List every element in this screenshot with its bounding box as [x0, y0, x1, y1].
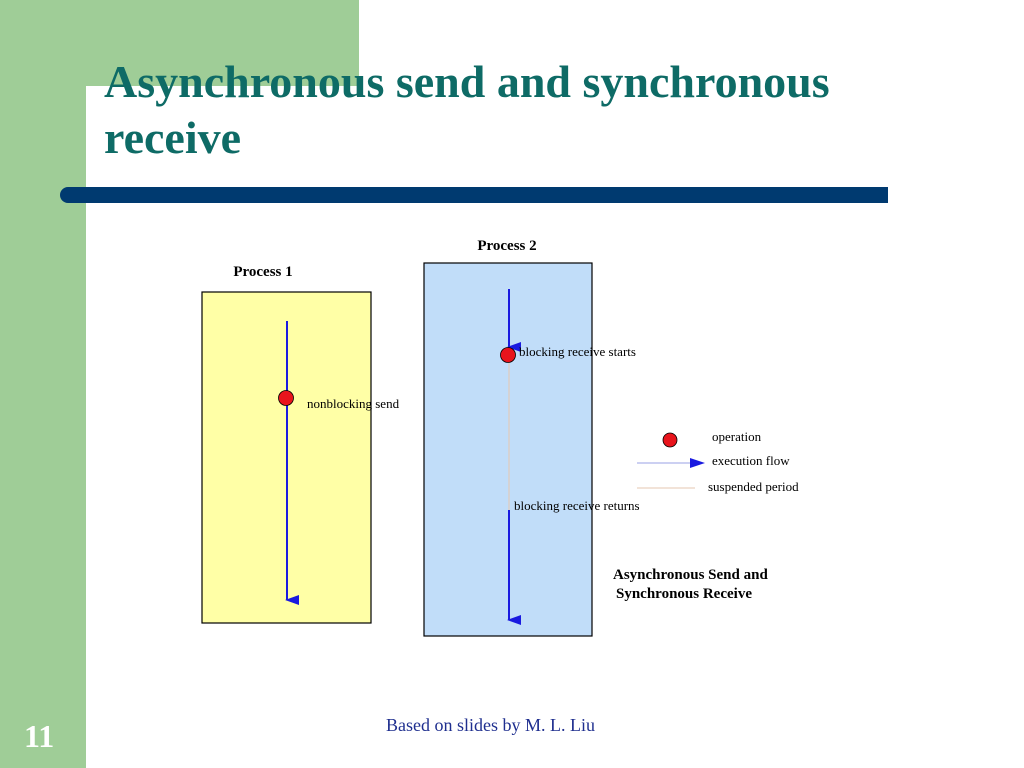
title-line-2: receive	[104, 112, 242, 163]
left-accent-bar	[0, 0, 86, 768]
legend-suspended-label: suspended period	[708, 479, 799, 494]
diagram-caption-line-1: Asynchronous Send and	[613, 567, 768, 583]
blocking-receive-returns-label: blocking receive returns	[514, 498, 640, 513]
legend-operation-label: operation	[712, 429, 762, 444]
title-divider	[60, 187, 888, 203]
blocking-receive-starts-label: blocking receive starts	[519, 344, 636, 359]
title-line-1: Asynchronous send and synchronous	[104, 56, 830, 107]
slide-number: 11	[24, 718, 55, 754]
legend-operation-marker	[662, 432, 678, 448]
top-accent-block	[86, 0, 359, 86]
nonblocking-send-operation	[278, 390, 294, 406]
process2-label: Process 2	[477, 238, 536, 254]
legend-execution-flow-arrow	[690, 458, 705, 468]
slide-title: Asynchronous send and synchronous receiv…	[104, 54, 984, 166]
legend-execution-flow-label: execution flow	[712, 453, 790, 468]
slide-footer: Based on slides by M. L. Liu	[386, 715, 595, 735]
process1-label: Process 1	[233, 264, 292, 280]
blocking-receive-operation	[500, 347, 516, 363]
nonblocking-send-label: nonblocking send	[307, 396, 400, 411]
diagram-caption-line-2: Synchronous Receive	[616, 586, 752, 602]
